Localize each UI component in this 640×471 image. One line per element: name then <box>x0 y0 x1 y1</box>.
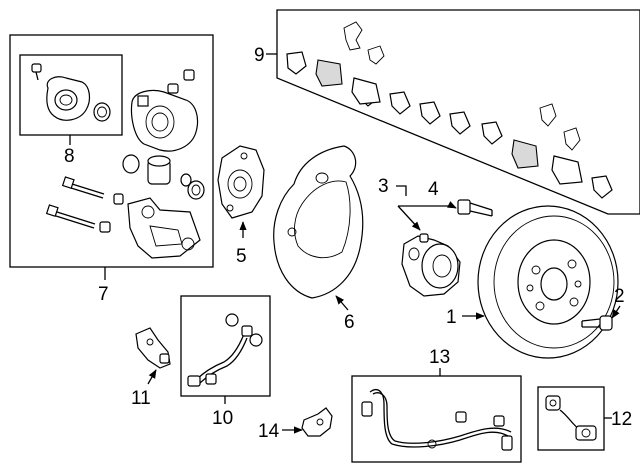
brake-hose-group: 10 <box>180 295 271 429</box>
abs-sensor-box <box>351 375 522 463</box>
wheel-sensor-icon <box>545 395 597 441</box>
callout-8: 8 <box>64 146 75 167</box>
splash-shield-group: 6 <box>273 145 364 333</box>
callout-1: 1 <box>446 307 457 328</box>
wheel-sensor-group: 12 <box>537 386 632 451</box>
callout-5: 5 <box>236 246 247 267</box>
brake-pad-icon <box>315 59 583 185</box>
callout-13: 13 <box>429 347 450 368</box>
brake-hose-icon <box>187 313 263 387</box>
hub-bolt-icon <box>457 199 493 217</box>
hub-bearing-group: 3 4 <box>378 176 493 297</box>
callout-3: 3 <box>378 176 389 197</box>
caliper-sub-box <box>19 54 123 136</box>
rotor-screw-group: 2 <box>581 286 625 331</box>
brake-rotor-group: 1 <box>446 205 619 359</box>
callout-6: 6 <box>344 312 355 333</box>
callout-9: 9 <box>254 45 265 66</box>
pad-kit-box <box>276 9 640 215</box>
callout-14: 14 <box>258 421 280 442</box>
pad-kit-group: 9 <box>254 9 640 215</box>
caliper-body-icon <box>31 63 111 122</box>
hose-bracket-group: 11 <box>131 327 171 409</box>
rotor-screw-icon <box>581 315 613 331</box>
callout-10: 10 <box>212 408 233 429</box>
caliper-assembly-box <box>9 34 214 268</box>
callout-12: 12 <box>611 409 632 430</box>
pad-clip-icon <box>343 21 581 151</box>
abs-sensor-group: 13 <box>351 347 522 463</box>
callout-11: 11 <box>131 388 151 409</box>
knuckle-bracket-group: 5 <box>217 145 265 267</box>
sensor-bracket-group: 14 <box>258 407 333 442</box>
abs-sensor-icon <box>361 389 513 451</box>
guide-bolt-icon <box>45 176 124 233</box>
callout-7: 7 <box>98 284 109 305</box>
caliper-housing-icon <box>130 69 199 152</box>
callout-4: 4 <box>428 179 439 200</box>
brake-pad-shim-icon <box>286 51 613 199</box>
caliper-assembly-group: 8 <box>9 34 214 305</box>
callout-2: 2 <box>614 286 625 307</box>
caliper-bracket-icon <box>127 197 201 259</box>
piston-icon <box>122 154 205 200</box>
